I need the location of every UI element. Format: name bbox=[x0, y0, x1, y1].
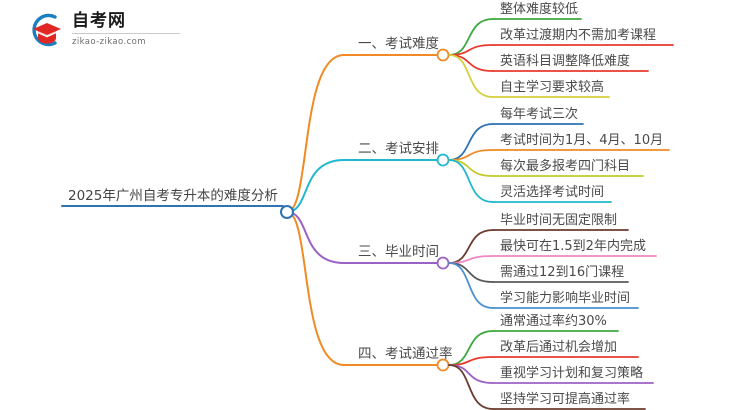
leaf-label-2-4[interactable]: 灵活选择考试时间 bbox=[500, 185, 605, 200]
root-topic-label[interactable]: 2025年广州自考专升本的难度分析 bbox=[68, 188, 278, 204]
logo-title: 自考网 bbox=[72, 11, 126, 31]
logo-text: 自考网 zikao-zikao.com bbox=[72, 10, 182, 50]
leaf-label-3-4[interactable]: 学习能力影响毕业时间 bbox=[500, 291, 631, 306]
logo-subtitle: zikao-zikao.com bbox=[72, 37, 146, 47]
branch-trunk-4 bbox=[286, 211, 438, 366]
branch-trunk-3 bbox=[286, 211, 438, 264]
root-node[interactable] bbox=[280, 205, 294, 219]
leaf-label-1-4[interactable]: 自主学习要求较高 bbox=[500, 80, 605, 95]
branch-node-3[interactable] bbox=[436, 256, 450, 270]
leaf-label-4-4[interactable]: 坚持学习可提高通过率 bbox=[500, 392, 631, 407]
leaf-label-3-1[interactable]: 毕业时间无固定限制 bbox=[500, 213, 618, 228]
branch-label-1[interactable]: 一、考试难度 bbox=[358, 36, 439, 52]
leaf-connector-4-2 bbox=[448, 356, 494, 366]
leaf-label-3-3[interactable]: 需通过12到16门课程 bbox=[500, 265, 625, 280]
logo-mark-icon bbox=[32, 13, 61, 47]
branch-node-1[interactable] bbox=[436, 48, 450, 62]
branch-trunk-1 bbox=[286, 54, 438, 213]
leaf-connector-3-3 bbox=[448, 262, 494, 283]
leaf-connector-2-3 bbox=[448, 159, 494, 177]
leaf-connector-2-4 bbox=[448, 159, 494, 203]
leaf-connector-1-4 bbox=[448, 54, 494, 98]
leaf-label-1-3[interactable]: 英语科目调整降低难度 bbox=[500, 54, 631, 69]
leaf-connector-4-4 bbox=[448, 364, 494, 410]
leaf-label-1-2[interactable]: 改革过渡期内不需加考课程 bbox=[500, 28, 657, 43]
branch-trunk-2 bbox=[286, 159, 438, 213]
leaf-label-1-1[interactable]: 整体难度较低 bbox=[500, 2, 579, 17]
leaf-label-2-1[interactable]: 每年考试三次 bbox=[500, 107, 579, 122]
branch-node-2[interactable] bbox=[436, 153, 450, 167]
logo-divider bbox=[72, 33, 180, 34]
leaf-connector-3-4 bbox=[448, 262, 494, 309]
leaf-label-4-1[interactable]: 通常通过率约30% bbox=[500, 314, 607, 329]
leaf-label-2-2[interactable]: 考试时间为1月、4月、10月 bbox=[500, 133, 664, 148]
branch-label-3[interactable]: 三、毕业时间 bbox=[358, 244, 439, 260]
leaf-label-2-3[interactable]: 每次最多报考四门科目 bbox=[500, 159, 631, 174]
leaf-label-3-2[interactable]: 最快可在1.5到2年内完成 bbox=[500, 239, 646, 254]
leaf-label-4-3[interactable]: 重视学习计划和复习策略 bbox=[500, 366, 644, 381]
branch-label-2[interactable]: 二、考试安排 bbox=[358, 141, 439, 157]
leaf-connector-4-3 bbox=[448, 364, 494, 384]
leaf-connector-3-2 bbox=[448, 255, 494, 264]
site-logo: 自考网 zikao-zikao.com bbox=[28, 10, 180, 50]
leaf-label-4-2[interactable]: 改革后通过机会增加 bbox=[500, 340, 618, 355]
leaf-connector-1-3 bbox=[448, 54, 494, 72]
branch-label-4[interactable]: 四、考试通过率 bbox=[358, 346, 453, 362]
